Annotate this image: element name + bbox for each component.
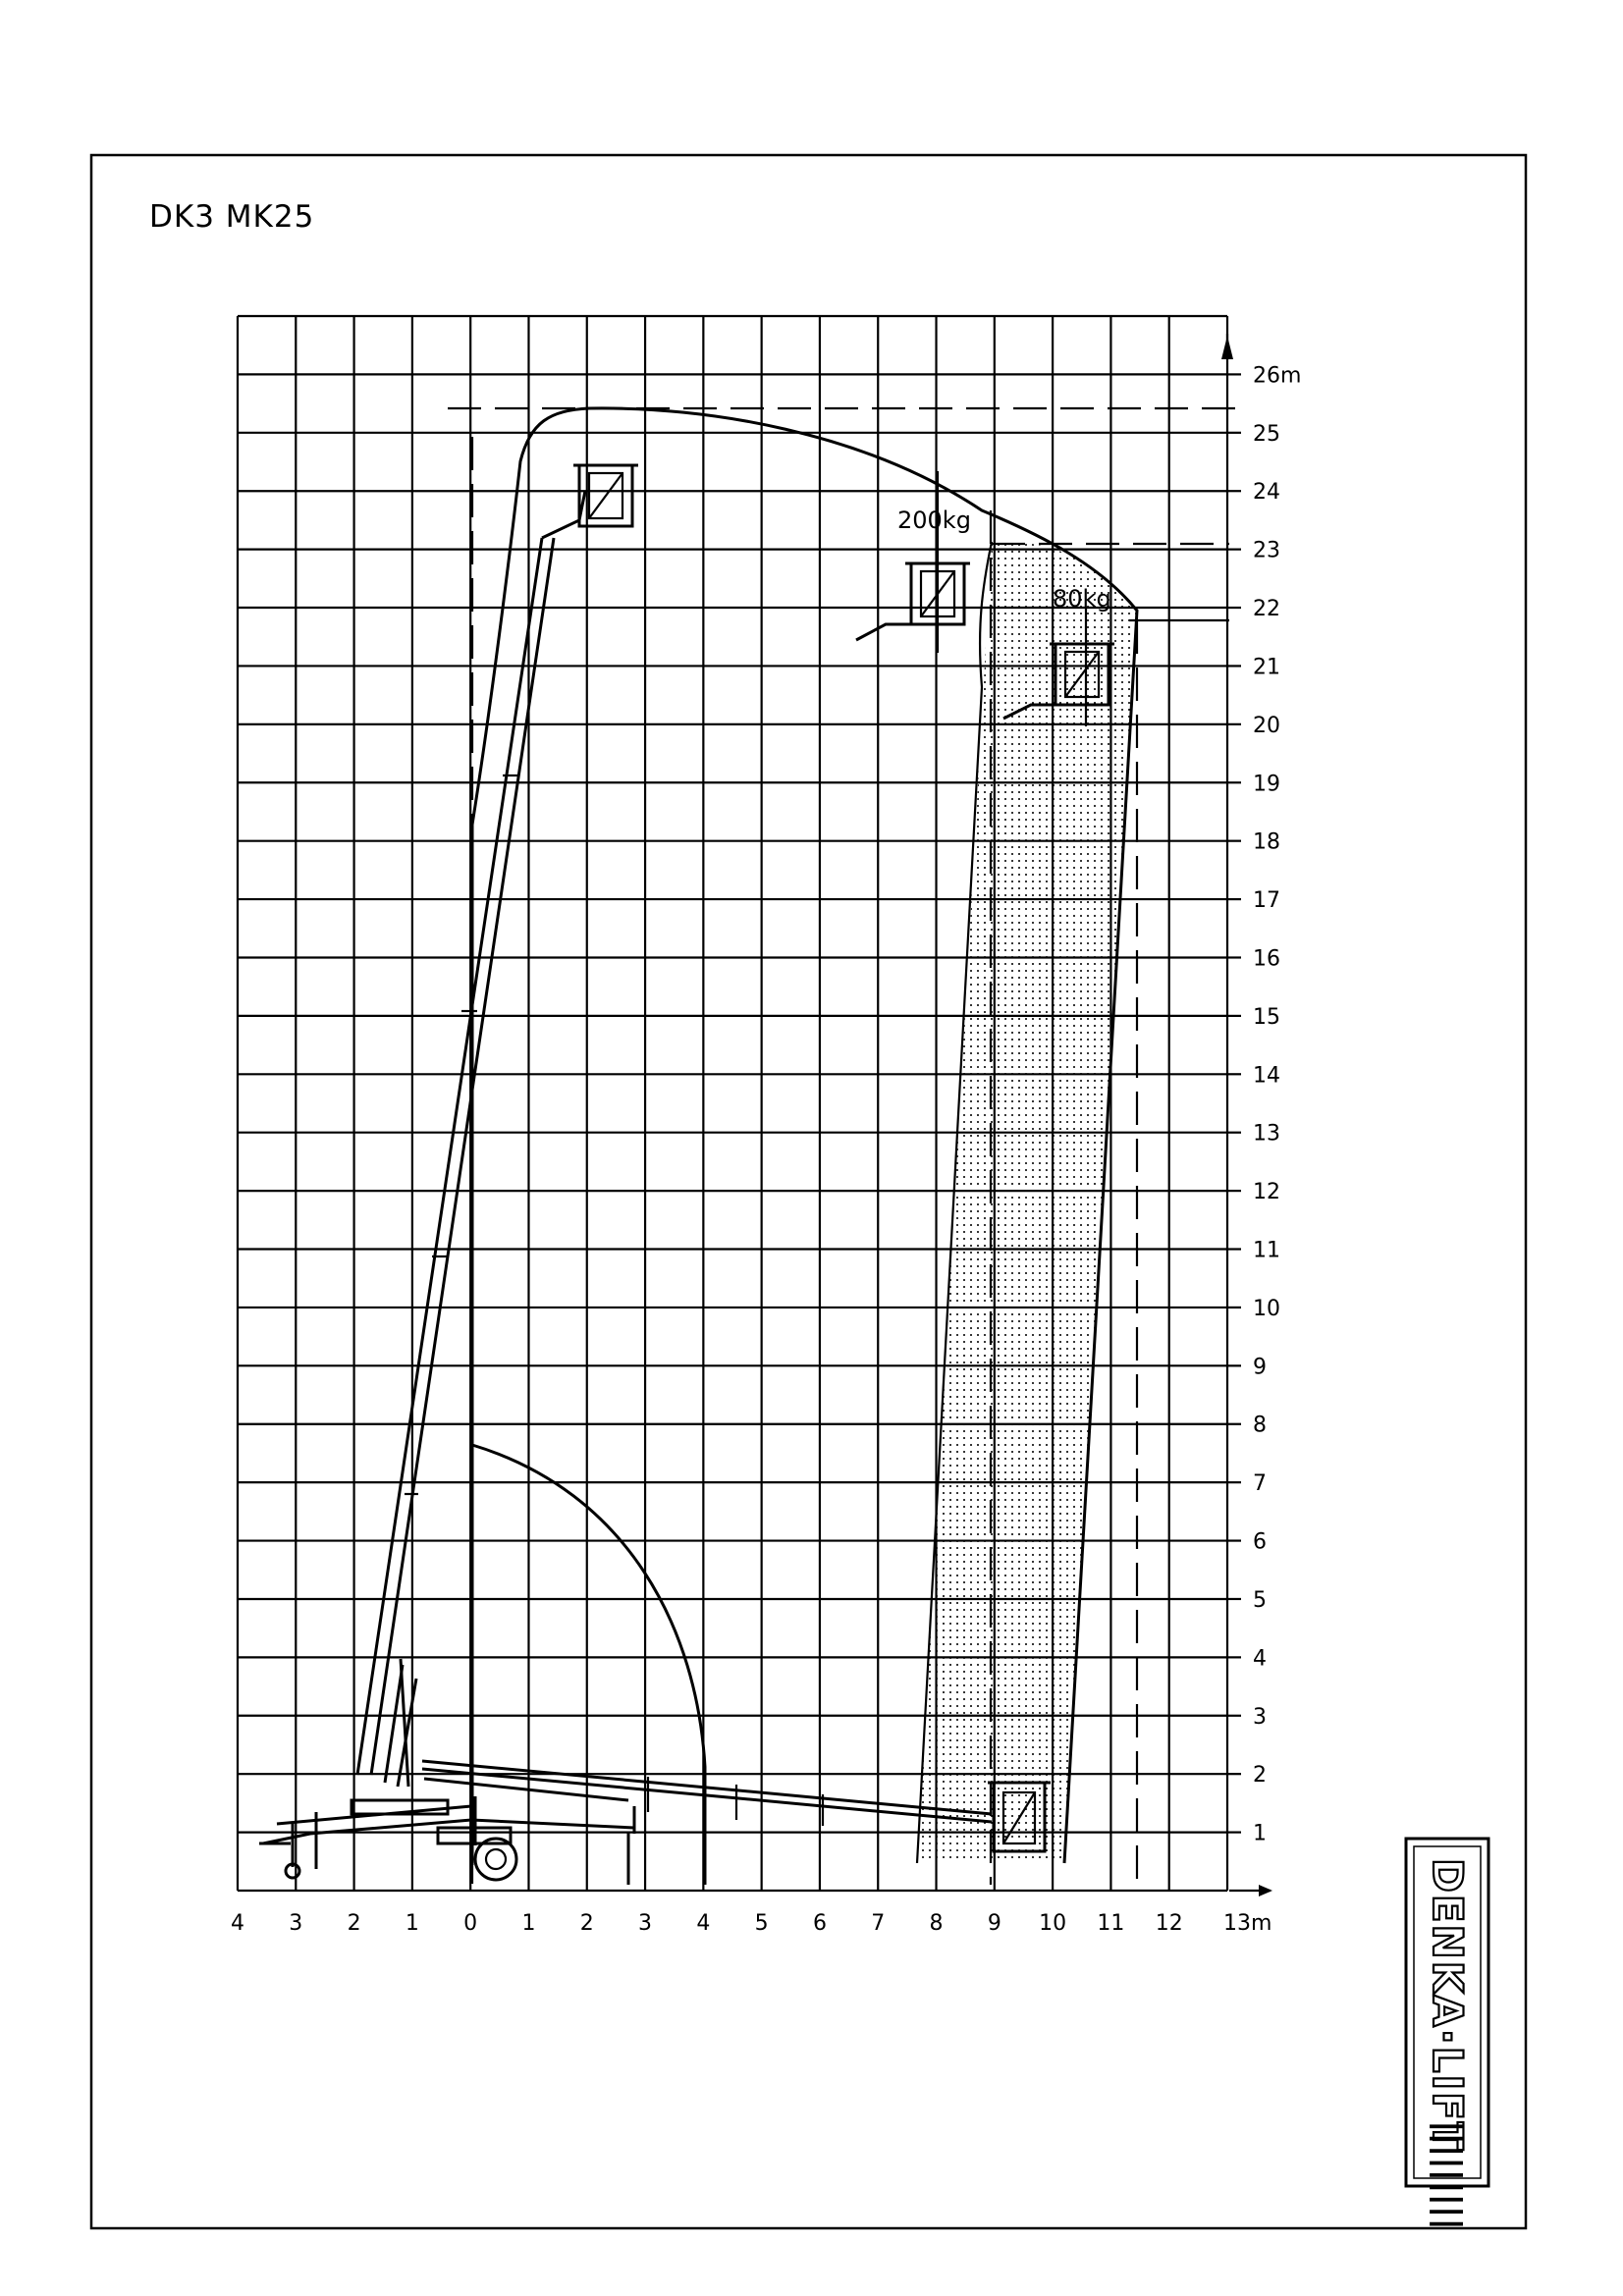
y-tick-label: 11 (1253, 1239, 1280, 1263)
y-tick-label: 19 (1253, 772, 1280, 796)
wheel-hub-icon (484, 1847, 508, 1871)
x-tick-label: 11 (1097, 1911, 1124, 1936)
y-tick-label: 12 (1253, 1180, 1280, 1204)
x-tick-label: 0 (463, 1911, 477, 1936)
x-tick-label: 12 (1156, 1911, 1183, 1936)
swing-arc (471, 1443, 707, 1885)
x-tick-label: 4 (696, 1911, 710, 1936)
brand-name: DENKA·LIFT (1424, 1858, 1472, 2152)
y-tick-label: 21 (1253, 655, 1280, 679)
y-tick-label: 16 (1253, 946, 1280, 971)
jockey-wheel-icon (284, 1862, 301, 1880)
y-tick-label: 22 (1253, 597, 1280, 621)
x-tick-label: 2 (348, 1911, 361, 1936)
y-axis-arrow-icon (1221, 336, 1233, 359)
x-tick-label: 2 (580, 1911, 594, 1936)
x-tick-label: 7 (871, 1911, 885, 1936)
trailer-chassis (259, 1658, 636, 1885)
y-tick-label: 15 (1253, 1005, 1280, 1030)
load-label-200kg: 200kg (897, 507, 971, 534)
boom-lowered (421, 1759, 993, 1826)
y-tick-label: 7 (1253, 1471, 1267, 1496)
x-tick-label: 1 (406, 1911, 419, 1936)
y-tick-label: 2 (1253, 1763, 1267, 1788)
grid (236, 314, 1229, 1893)
page-frame (89, 153, 1528, 2230)
basket-max-height (573, 463, 638, 528)
y-tick-label: 18 (1253, 830, 1280, 855)
x-tick-label: 1 (521, 1911, 535, 1936)
x-tick-label: 5 (755, 1911, 769, 1936)
zone-left-edge (915, 541, 994, 1864)
load-label-80kg: 80kg (1053, 585, 1111, 613)
x-tick-label: 10 (1039, 1911, 1066, 1936)
basket-80kg-outreach (1002, 609, 1114, 726)
y-tick-label: 5 (1253, 1588, 1267, 1613)
x-tick-label: 4 (231, 1911, 244, 1936)
x-tick-label: 9 (988, 1911, 1001, 1936)
y-tick-label: 3 (1253, 1705, 1267, 1730)
y-tick-label: 25 (1253, 422, 1280, 447)
wheel-icon (473, 1837, 518, 1882)
y-tick-label: 4 (1253, 1646, 1267, 1671)
y-tick-label: 9 (1253, 1355, 1267, 1379)
x-axis-arrow-icon (1259, 1885, 1272, 1896)
work-envelope-curve (470, 406, 1139, 1865)
y-tick-label: 20 (1253, 714, 1280, 738)
x-tick-label: 8 (930, 1911, 944, 1936)
x-tick-label: 13m (1223, 1911, 1271, 1936)
y-tick-label: 6 (1253, 1530, 1267, 1555)
y-tick-label: 24 (1253, 480, 1280, 505)
basket-ground (988, 1781, 1051, 1853)
y-tick-label: 13 (1253, 1122, 1280, 1147)
y-tick-label: 1 (1253, 1822, 1267, 1846)
y-tick-label: 8 (1253, 1414, 1267, 1438)
y-tick-label: 23 (1253, 539, 1280, 563)
x-tick-label: 3 (289, 1911, 302, 1936)
brand-mark: ||||||||| (1429, 2120, 1468, 2230)
y-tick-label: 26m (1253, 363, 1301, 388)
basket-200kg-outreach (855, 471, 970, 653)
outreach-zone (917, 541, 1137, 1863)
x-tick-label: 3 (638, 1911, 652, 1936)
y-tick-label: 14 (1253, 1063, 1280, 1088)
y-tick-label: 10 (1253, 1297, 1280, 1321)
chart-title: DK3 MK25 (149, 199, 314, 235)
y-tick-label: 17 (1253, 888, 1280, 913)
x-tick-label: 6 (813, 1911, 827, 1936)
y-axis-labels: 1234567891011121314151617181920212223242… (1227, 363, 1301, 1846)
brand-logo: DENKA·LIFT ||||||||| (1404, 1837, 1490, 2230)
